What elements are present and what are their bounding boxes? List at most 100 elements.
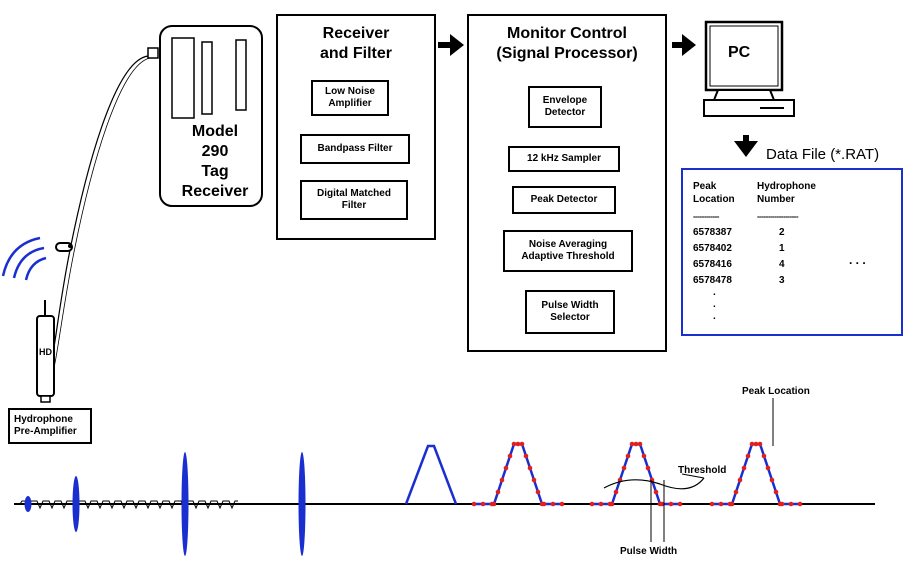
continuation-dot: .	[713, 311, 716, 322]
arrow-shaft-rf-to-mc	[438, 42, 452, 48]
receiver-slot-3	[235, 39, 247, 111]
table-header: Number	[757, 194, 795, 205]
table-row: 6578387	[693, 226, 732, 239]
sample-dot	[471, 501, 477, 507]
table-row-hydrophone: 2	[779, 227, 785, 238]
tag-receiver-label-line: Model	[191, 123, 239, 140]
component-label: Peak Detector	[530, 194, 598, 205]
threshold-label: Threshold	[678, 465, 727, 476]
table-row: 6578478	[693, 274, 732, 287]
sample-dot	[749, 441, 755, 447]
table-header: Hydrophone	[757, 181, 816, 192]
sample-dot	[677, 501, 683, 507]
sample-dot	[507, 453, 513, 459]
waveform-track	[14, 398, 875, 556]
table-row-hydrophone: 3	[779, 275, 785, 286]
pc-label: PC	[728, 44, 751, 61]
envelope-pulse	[404, 444, 458, 505]
continuation-dot: .	[713, 299, 716, 310]
monitor-control-title-line: Monitor Control	[507, 25, 627, 42]
raw-pulse-spike	[24, 496, 32, 512]
pc-computer-icon	[703, 20, 795, 117]
row-ellipsis: . . .	[849, 253, 866, 267]
component-label: Low Noise	[324, 86, 375, 97]
col-header-peak-location: Peak Location	[693, 180, 735, 206]
sample-dot	[541, 501, 547, 507]
hydrophone-cable-inner	[47, 57, 151, 393]
component-label: 12 kHz Sampler	[527, 153, 601, 164]
component-label: Envelope	[542, 95, 588, 106]
cell-peak-location: 6578478	[693, 275, 732, 286]
table-row-hydrophone: 4	[779, 259, 785, 270]
sample-dot	[797, 501, 803, 507]
sample-dot	[659, 501, 665, 507]
arrow-head-mc-to-pc	[682, 34, 696, 56]
hydrophone-tag-label: HD	[39, 347, 52, 357]
hydrophone-device	[36, 300, 55, 403]
component-label: Bandpass Filter	[317, 143, 393, 154]
table-row: 6578402	[693, 242, 732, 255]
sample-dot	[765, 465, 771, 471]
sample-dot	[788, 501, 794, 507]
sample-dot	[668, 501, 674, 507]
hydrophone-label-line: Pre-Amplifier	[14, 426, 77, 437]
table-row: 6578416	[693, 258, 732, 271]
sample-dot	[480, 501, 486, 507]
sample-dot	[527, 465, 533, 471]
table-header: Location	[693, 194, 735, 205]
monitor-control-title: Monitor Control (Signal Processor)	[469, 24, 665, 64]
pulse-width-label: Pulse Width	[620, 546, 678, 557]
sample-dot	[745, 453, 751, 459]
tag-receiver-label-line: 290	[201, 143, 229, 160]
sample-dot	[519, 441, 525, 447]
receiver-slot-2	[201, 41, 213, 115]
peak-location-label: Peak Location	[742, 386, 810, 397]
sample-dot	[779, 501, 785, 507]
component-label: Filter	[341, 200, 367, 211]
tag-receiver-label-line: Tag	[201, 163, 229, 180]
sample-dot	[757, 441, 763, 447]
arrow-head-pc-to-file	[734, 141, 758, 157]
cell-peak-location: 6578402	[693, 243, 732, 254]
sample-dot	[729, 501, 735, 507]
sampler-box: 12 kHz Sampler	[508, 146, 620, 172]
continuation-dot: .	[713, 287, 716, 298]
bandpass-filter-box: Bandpass Filter	[300, 134, 410, 164]
sample-dot	[773, 489, 779, 495]
component-label: Pulse Width	[541, 300, 599, 311]
sample-dot	[769, 477, 775, 483]
sample-dot	[531, 477, 537, 483]
sample-dot	[511, 441, 517, 447]
sample-dot	[753, 441, 759, 447]
fish-tag-icon	[55, 242, 73, 252]
arrow-shaft-mc-to-pc	[672, 42, 684, 48]
sampled-pulse	[592, 442, 680, 506]
tag-receiver-label-line: Receiver	[181, 183, 249, 200]
component-label: Amplifier	[328, 98, 372, 109]
component-label: Adaptive Threshold	[521, 251, 615, 262]
flow-arrows	[438, 34, 758, 157]
acoustic-waves-icon	[1, 236, 47, 281]
sample-dot	[633, 441, 639, 447]
receiver-filter-title-line: Receiver	[322, 25, 390, 42]
arrow-shaft-pc-to-file	[743, 135, 749, 143]
component-label: Digital Matched	[317, 188, 391, 199]
sample-dot	[645, 465, 651, 471]
receiver-slot-1	[171, 37, 195, 119]
separator-hydrophone: -------------------	[757, 212, 799, 221]
cell-peak-location: 6578387	[693, 227, 732, 238]
component-label: Noise Averaging	[528, 239, 608, 250]
table-header: Peak	[693, 181, 717, 192]
arrow-head-rf-to-mc	[450, 34, 464, 56]
sample-dot	[737, 477, 743, 483]
sample-dot	[491, 501, 497, 507]
cell-peak-location: 6578416	[693, 259, 732, 270]
component-label: Selector	[550, 312, 590, 323]
sample-dot	[653, 489, 659, 495]
peak-detector-box: Peak Detector	[512, 186, 616, 214]
